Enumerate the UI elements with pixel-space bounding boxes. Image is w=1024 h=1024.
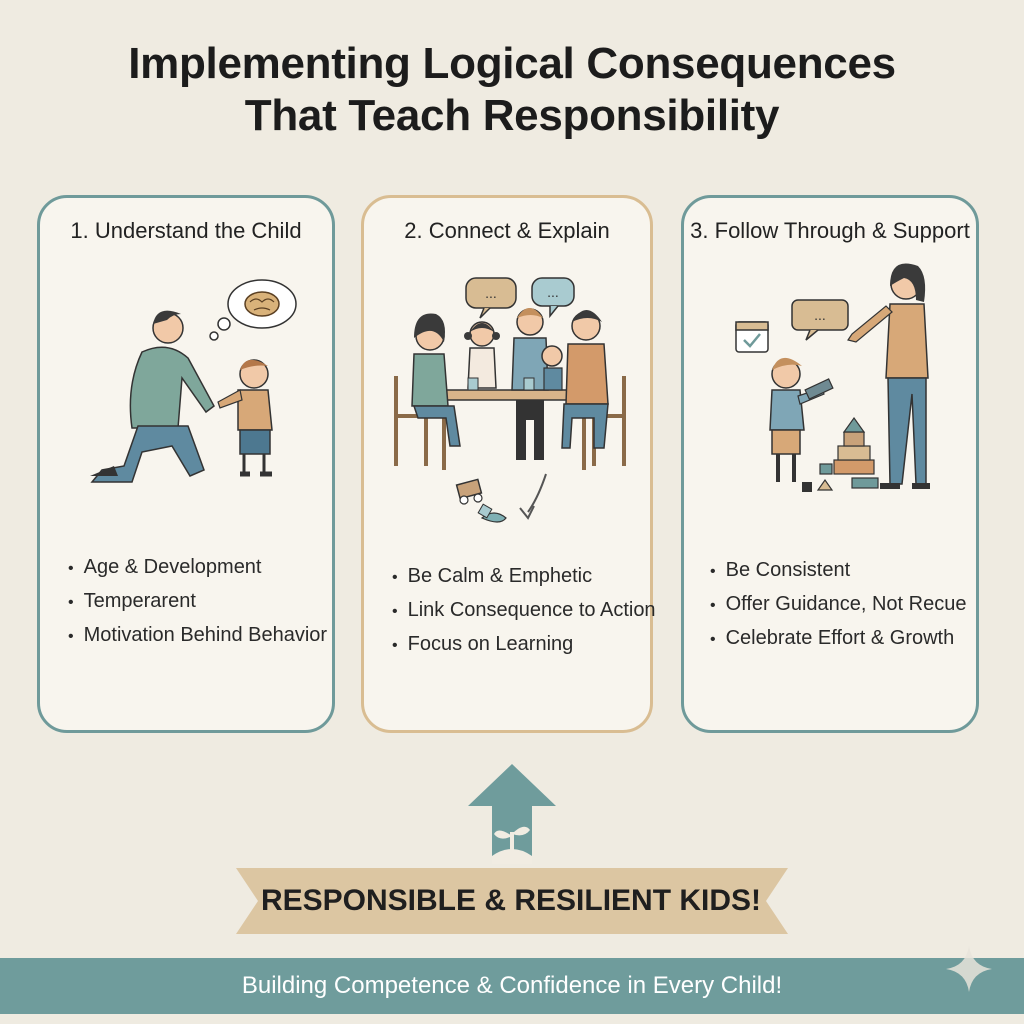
page-title: Implementing Logical Consequences That T…: [0, 38, 1024, 142]
block-tower-icon: [802, 416, 879, 492]
bullet-item: Be Consistent: [710, 553, 966, 587]
bullet-item: Be Calm & Emphetic: [392, 559, 656, 593]
title-line-2: That Teach Responsibility: [244, 91, 780, 140]
svg-text:...: ...: [485, 285, 497, 301]
speech-bubble-icon: ...: [791, 299, 849, 341]
sparkle-icon: [946, 946, 992, 992]
bullet-item: Offer Guidance, Not Recue: [710, 587, 967, 621]
bullet-item: Focus on Learning: [392, 627, 656, 661]
parent-kneeling-with-child-illustration: [90, 279, 297, 483]
bullet-item: Celebrate Effort & Growth: [710, 621, 966, 655]
svg-text:...: ...: [814, 307, 826, 323]
bullet-item: Age & Development: [68, 550, 327, 584]
up-arrow-sprout-icon: [468, 764, 556, 864]
title-line-1: Implementing Logical Consequences: [128, 39, 896, 88]
parent-supporting-child-illustration: ...: [735, 263, 930, 492]
card-follow-through: 3. Follow Through & Support ...: [681, 195, 979, 733]
family-table-illustration: ... ...: [394, 277, 626, 523]
kneeling-parent: [90, 310, 215, 483]
card-bullets: Be Consistent Offer Guidance, Not Recue …: [710, 553, 967, 655]
card-title: 2. Connect & Explain: [404, 218, 610, 243]
card-bullets: Be Calm & Emphetic Link Consequence to A…: [392, 559, 656, 661]
card-title: 3. Follow Through & Support: [690, 218, 970, 243]
calendar-check-icon: [735, 321, 769, 353]
svg-text:...: ...: [547, 284, 559, 300]
brain-icon: [244, 291, 280, 317]
card-connect-explain: 2. Connect & Explain ... ...: [361, 195, 656, 733]
card-bullets: Age & Development Temperarent Motivation…: [68, 550, 327, 652]
spilled-toy-icon: [455, 478, 507, 523]
curved-arrow-icon: [527, 473, 547, 513]
footer-bar: Building Competence & Confidence in Ever…: [0, 958, 1024, 1014]
child: [217, 359, 273, 477]
card-title: 1. Understand the Child: [70, 218, 302, 243]
footer-text: Building Competence & Confidence in Ever…: [241, 972, 783, 999]
banner-text: RESPONSIBLE & RESILIENT KIDS!: [260, 884, 762, 917]
card-understand-child: 1. Understand the Child: [37, 195, 335, 733]
bullet-item: Link Consequence to Action: [392, 593, 656, 627]
bullet-item: Temperarent: [68, 584, 327, 618]
bullet-item: Motivation Behind Behavior: [68, 618, 327, 652]
speech-bubble-icon: ... ...: [465, 277, 575, 319]
ribbon-banner: [236, 868, 788, 934]
